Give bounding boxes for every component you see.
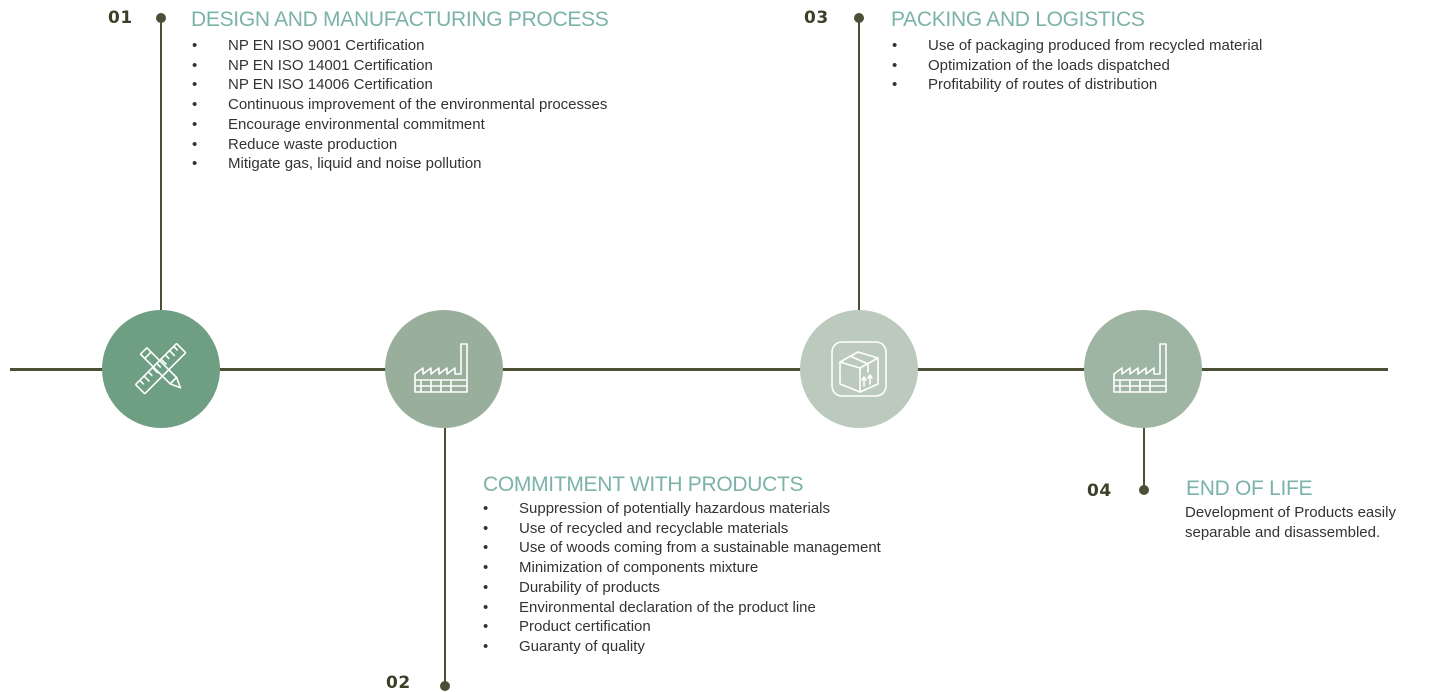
list-item: Suppression of potentially hazardous mat…: [481, 499, 881, 519]
list-item: Use of woods coming from a sustainable m…: [481, 538, 881, 558]
factory-icon: [414, 343, 468, 393]
list-item: NP EN ISO 14006 Certification: [190, 75, 607, 95]
connector-step-4: [1143, 428, 1145, 489]
timeline-axis: [10, 368, 1388, 371]
step-3-circle: [800, 310, 918, 428]
step-4-description: Development of Products easily separable…: [1185, 504, 1396, 541]
connector-step-3: [858, 18, 860, 314]
step-2-title: COMMITMENT WITH PRODUCTS: [483, 473, 804, 496]
factory-icon: [1113, 343, 1167, 393]
list-item: NP EN ISO 9001 Certification: [190, 36, 607, 56]
step-1-circle: [102, 310, 220, 428]
list-item: Guaranty of quality: [481, 637, 881, 657]
list-item: Encourage environmental commitment: [190, 115, 607, 135]
list-item: NP EN ISO 14001 Certification: [190, 56, 607, 76]
step-number-3: 03: [804, 8, 829, 28]
ruler-pencil-icon: [135, 343, 187, 395]
step-2-list: Suppression of potentially hazardous mat…: [481, 499, 881, 657]
list-item: Use of recycled and recyclable materials: [481, 519, 881, 539]
connector-step-2: [444, 428, 446, 686]
step-number-2: 02: [386, 673, 411, 692]
dot-step-3: [854, 13, 864, 23]
dot-step-4: [1139, 485, 1149, 495]
step-4-circle: [1084, 310, 1202, 428]
list-item: Continuous improvement of the environmen…: [190, 95, 607, 115]
step-3-title: PACKING AND LOGISTICS: [891, 8, 1145, 31]
step-4-title: END OF LIFE: [1186, 477, 1313, 500]
list-item: Product certification: [481, 617, 881, 637]
list-item: Durability of products: [481, 578, 881, 598]
step-1-title: DESIGN AND MANUFACTURING PROCESS: [191, 8, 609, 31]
package-box-icon: [831, 341, 887, 397]
dot-step-1: [156, 13, 166, 23]
list-item: Minimization of components mixture: [481, 558, 881, 578]
step-1-list: NP EN ISO 9001 Certification NP EN ISO 1…: [190, 36, 607, 174]
list-item: Profitability of routes of distribution: [890, 75, 1262, 95]
dot-step-2: [440, 681, 450, 691]
step-2-circle: [385, 310, 503, 428]
connector-step-1: [160, 18, 162, 314]
list-item: Optimization of the loads dispatched: [890, 56, 1262, 76]
step-3-list: Use of packaging produced from recycled …: [890, 36, 1262, 95]
list-item: Use of packaging produced from recycled …: [890, 36, 1262, 56]
step-number-1: 01: [108, 8, 133, 28]
list-item: Mitigate gas, liquid and noise pollution: [190, 154, 607, 174]
list-item: Environmental declaration of the product…: [481, 598, 881, 618]
step-number-4: 04: [1087, 481, 1112, 501]
list-item: Reduce waste production: [190, 135, 607, 155]
